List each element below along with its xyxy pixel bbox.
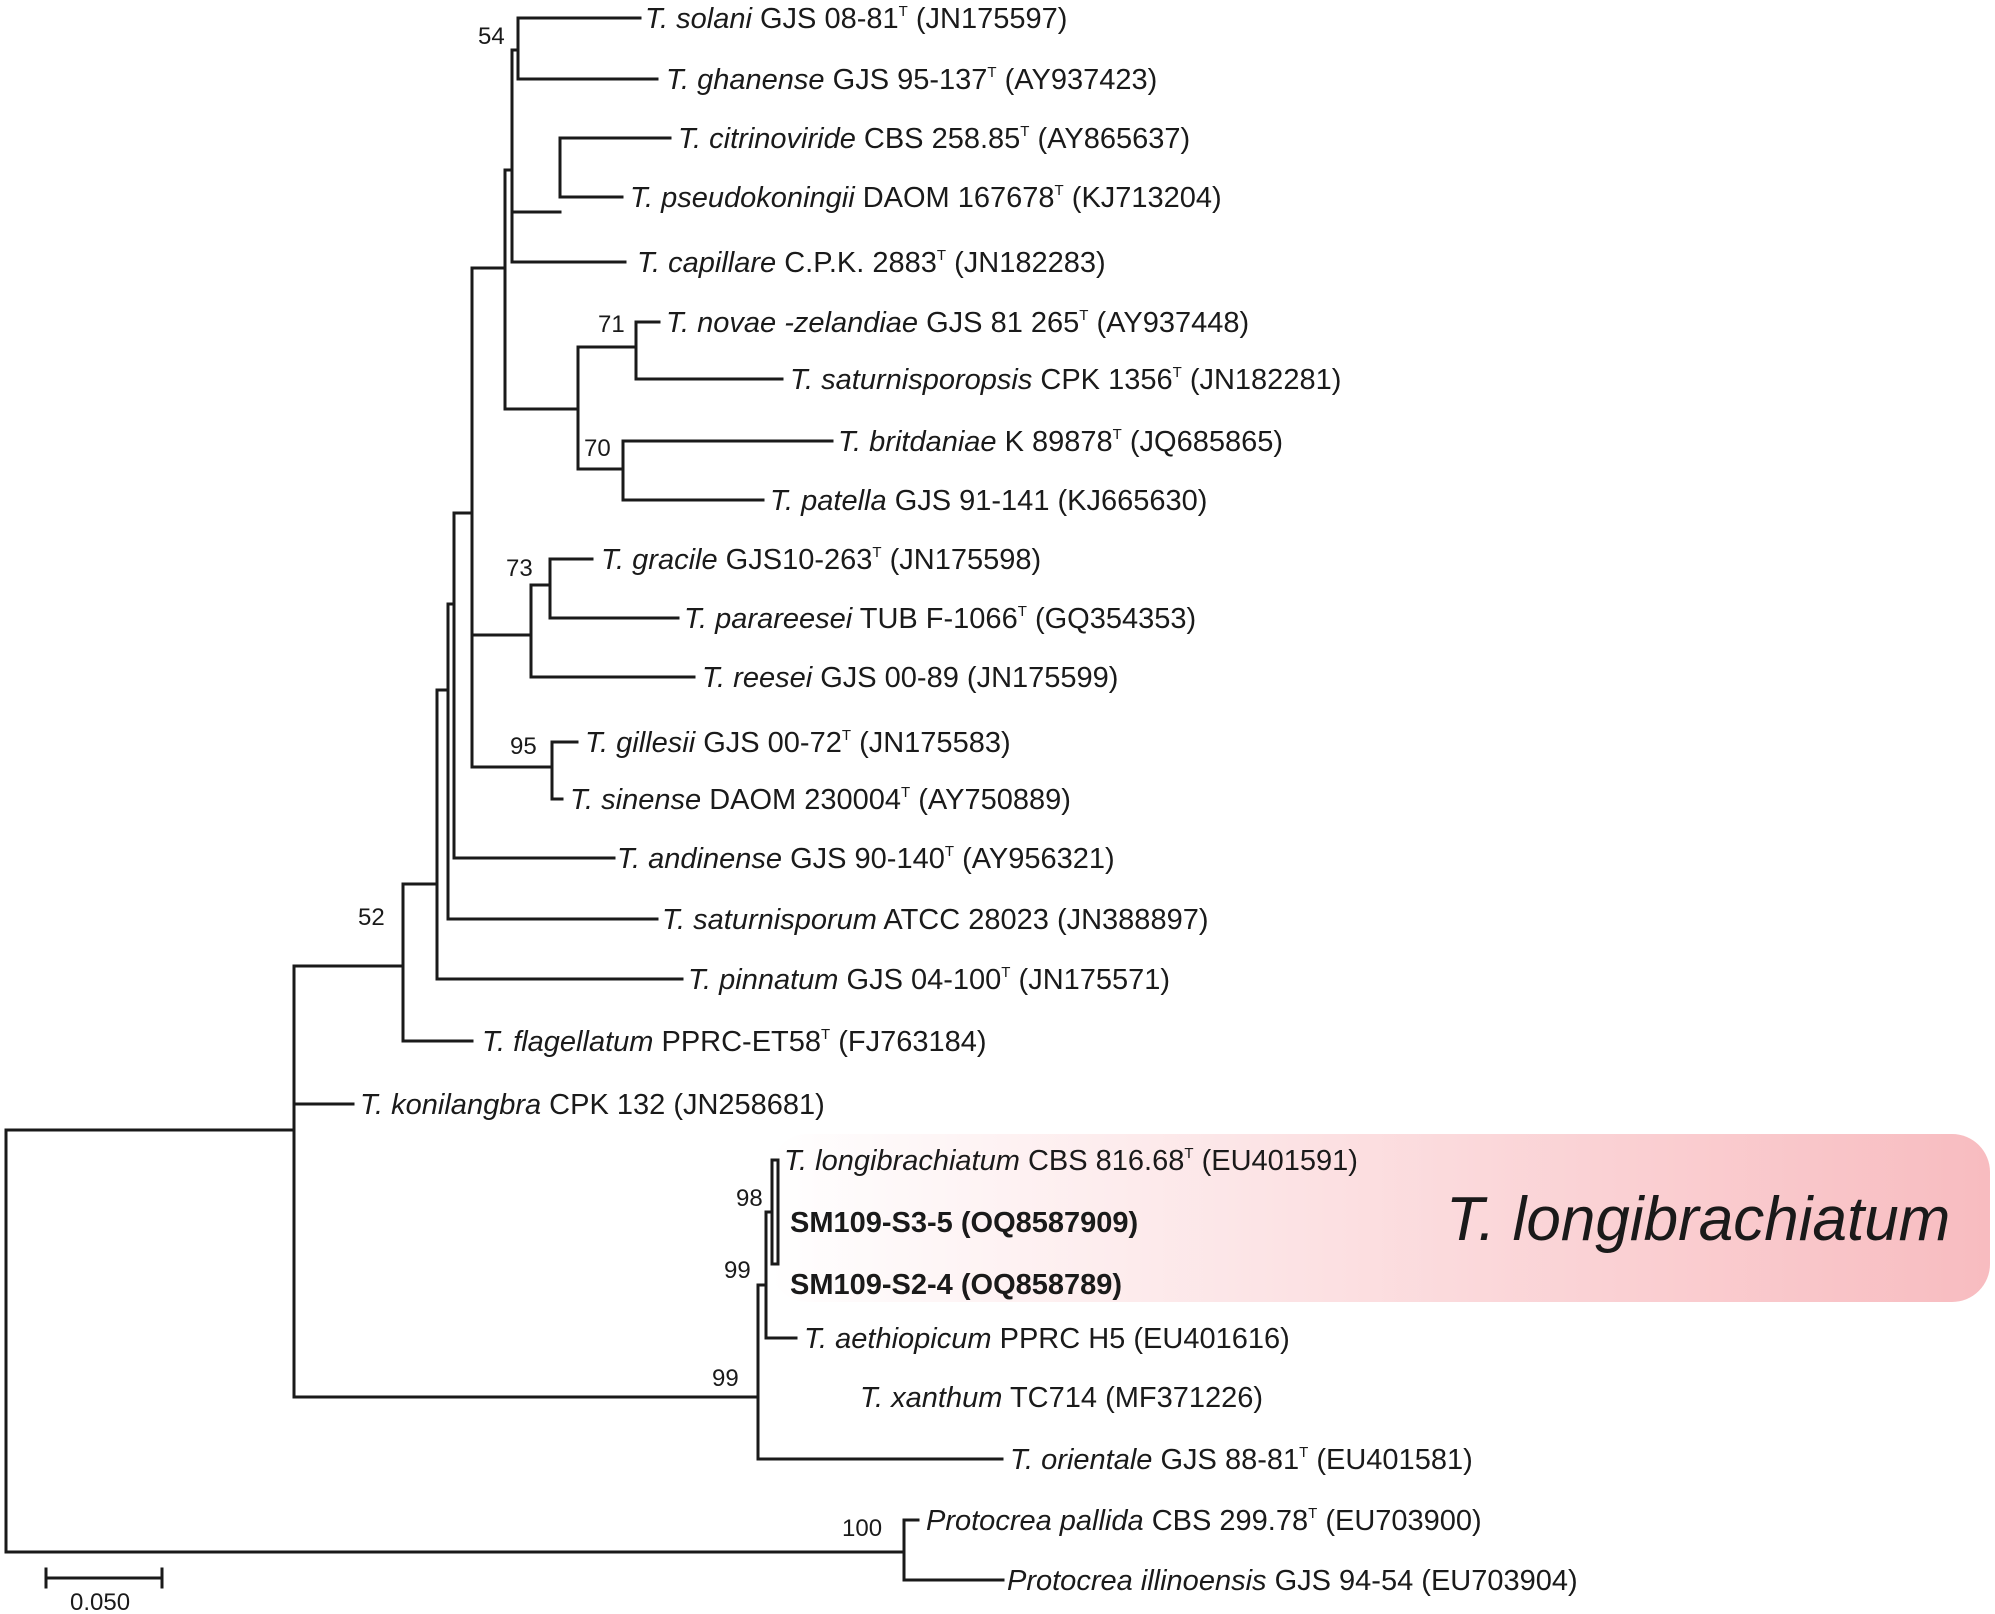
leaf-label: T. xanthum TC714 (MF371226) [860, 1382, 1263, 1414]
leaf-label: T. reesei GJS 00-89 (JN175599) [702, 662, 1118, 694]
clade-label: T. longibrachiatum [1446, 1185, 1950, 1254]
leaf-label: T. pinnatum GJS 04-100T (JN175571) [688, 964, 1170, 996]
leaf-label: T. aethiopicum PPRC H5 (EU401616) [804, 1323, 1290, 1355]
bootstrap-value: 95 [510, 733, 537, 760]
bootstrap-value: 98 [736, 1185, 763, 1212]
leaf-label-isolate: SM109-S2-4 (OQ858789) [790, 1269, 1122, 1301]
bootstrap-value: 54 [478, 23, 505, 50]
leaf-label: T. saturnisporum ATCC 28023 (JN388897) [662, 904, 1208, 936]
leaf-labels: T. solani GJS 08-81T (JN175597) T. ghane… [360, 3, 1578, 1597]
leaf-label: T. gillesii GJS 00-72T (JN175583) [585, 727, 1011, 759]
clade-highlight-box [770, 1134, 1990, 1302]
bootstrap-value: 70 [584, 435, 611, 462]
tree-branches [4, 16, 1005, 1582]
bootstrap-value: 99 [724, 1257, 751, 1284]
bootstrap-values: 54 71 70 73 95 52 98 99 99 100 [358, 23, 882, 1542]
bootstrap-value: 73 [506, 555, 533, 582]
bootstrap-value: 100 [842, 1515, 882, 1542]
scale-bar: 0.050 [44, 1567, 164, 1614]
leaf-label: T. saturnisporopsis CPK 1356T (JN182281) [790, 364, 1341, 396]
leaf-label: T. britdaniae K 89878T (JQ685865) [838, 426, 1283, 458]
leaf-label: T. pseudokoningii DAOM 167678T (KJ713204… [630, 182, 1222, 214]
leaf-label: Protocrea illinoensis GJS 94-54 (EU70390… [1007, 1565, 1578, 1597]
leaf-label: T. capillare C.P.K. 2883T (JN182283) [637, 247, 1106, 279]
leaf-label: T. citrinoviride CBS 258.85T (AY865637) [678, 123, 1190, 155]
leaf-label: T. longibrachiatum CBS 816.68T (EU401591… [784, 1145, 1358, 1177]
bootstrap-value: 52 [358, 904, 385, 931]
leaf-label-isolate: SM109-S3-5 (OQ8587909) [790, 1207, 1138, 1239]
leaf-label: T. andinense GJS 90-140T (AY956321) [617, 843, 1115, 875]
scale-bar-label: 0.050 [70, 1589, 130, 1614]
leaf-label: T. gracile GJS10-263T (JN175598) [601, 544, 1041, 576]
leaf-label: T. orientale GJS 88-81T (EU401581) [1010, 1444, 1473, 1476]
leaf-label: T. solani GJS 08-81T (JN175597) [645, 3, 1067, 35]
leaf-label: T. sinense DAOM 230004T (AY750889) [570, 784, 1071, 816]
bootstrap-value: 71 [598, 311, 625, 338]
leaf-label: T. parareesei TUB F-1066T (GQ354353) [684, 603, 1196, 635]
bootstrap-value: 99 [712, 1365, 739, 1392]
leaf-label: T. konilangbra CPK 132 (JN258681) [360, 1089, 825, 1121]
leaf-label: Protocrea pallida CBS 299.78T (EU703900) [926, 1505, 1482, 1537]
leaf-label: T. novae -zelandiae GJS 81 265T (AY93744… [666, 307, 1249, 339]
leaf-label: T. flagellatum PPRC-ET58T (FJ763184) [482, 1026, 987, 1058]
leaf-label: T. ghanense GJS 95-137T (AY937423) [666, 64, 1157, 96]
leaf-label: T. patella GJS 91-141 (KJ665630) [770, 485, 1207, 517]
